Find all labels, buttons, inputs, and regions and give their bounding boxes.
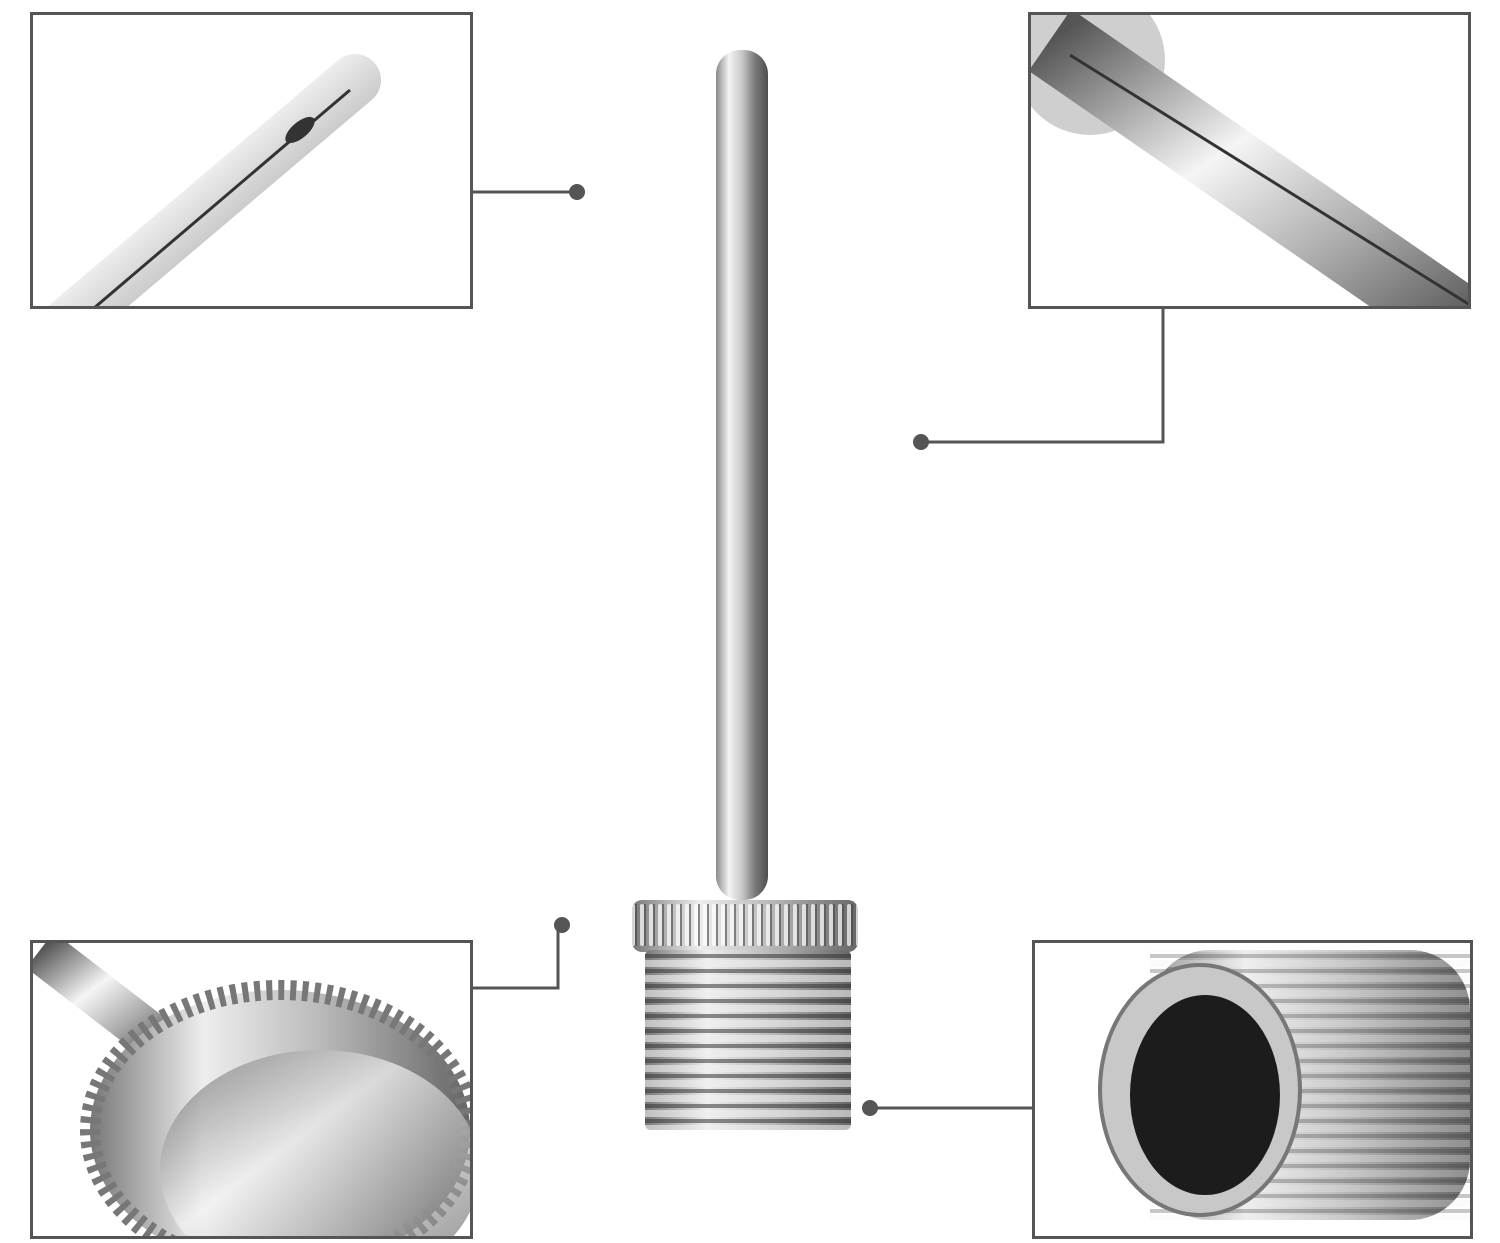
needle-tip-closeup [32, 14, 470, 306]
needle-shaft-closeup [1030, 14, 1468, 306]
callout-dots [554, 184, 929, 1116]
needle-shaft [716, 50, 768, 900]
threaded-base-closeup [1034, 942, 1470, 1236]
knurled-nut-closeup [32, 942, 470, 1236]
inflation-needle [632, 50, 858, 1130]
callout-connectors [472, 190, 1165, 1110]
